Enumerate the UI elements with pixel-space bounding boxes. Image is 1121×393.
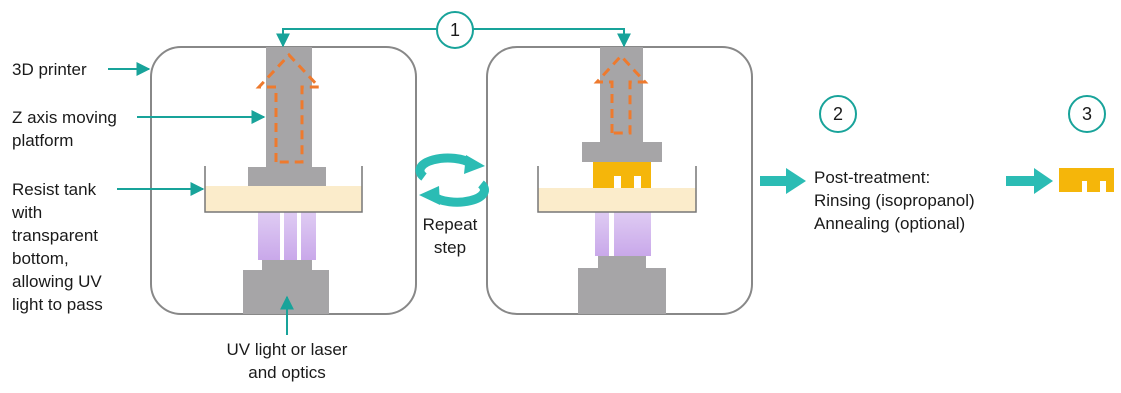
printer-2-uv-source <box>578 268 666 314</box>
printer-1-uv-gap-2 <box>297 190 301 260</box>
step-3-badge: 3 <box>1068 95 1106 133</box>
label-repeat-step: Repeat step <box>422 215 478 257</box>
final-arrow <box>1006 168 1053 194</box>
printer-1-platform-plate <box>248 167 326 186</box>
printer-2-uv-source-top <box>598 256 646 268</box>
printer-1-up-arrow <box>255 52 323 164</box>
label-z-axis: Z axis moving platform <box>12 108 117 150</box>
printer-2-platform-plate <box>582 142 662 162</box>
printer-2-printed-part <box>593 162 651 188</box>
printer-1-platform-post <box>266 47 312 167</box>
printer-2-up-arrow <box>593 53 649 135</box>
repeat-cycle-icon <box>415 153 489 207</box>
printer-1 <box>150 46 417 315</box>
printer-1-uv-source-top <box>262 260 312 270</box>
printer-2-uv-gap <box>609 191 614 256</box>
printer-1-uv-gap-1 <box>280 190 284 260</box>
printer-2-platform-post <box>600 47 643 142</box>
printer-2-tank-walls <box>537 166 697 213</box>
label-post-treatment: Post-treatment: Rinsing (isopropanol) An… <box>814 168 975 233</box>
label-resist-tank: Resist tank with transparent bottom, all… <box>12 180 103 314</box>
printer-2-resist-tank <box>538 188 696 212</box>
label-uv-light: UV light or laser and optics <box>226 340 348 382</box>
final-printed-part <box>1059 168 1114 192</box>
printer-2 <box>486 46 753 315</box>
printer-1-tank-walls <box>204 166 363 213</box>
post-treatment-arrow <box>760 168 806 194</box>
step-1-badge: 1 <box>436 11 474 49</box>
step-2-badge: 2 <box>819 95 857 133</box>
label-3d-printer: 3D printer <box>12 60 87 79</box>
printer-1-resist-tank <box>205 186 362 212</box>
